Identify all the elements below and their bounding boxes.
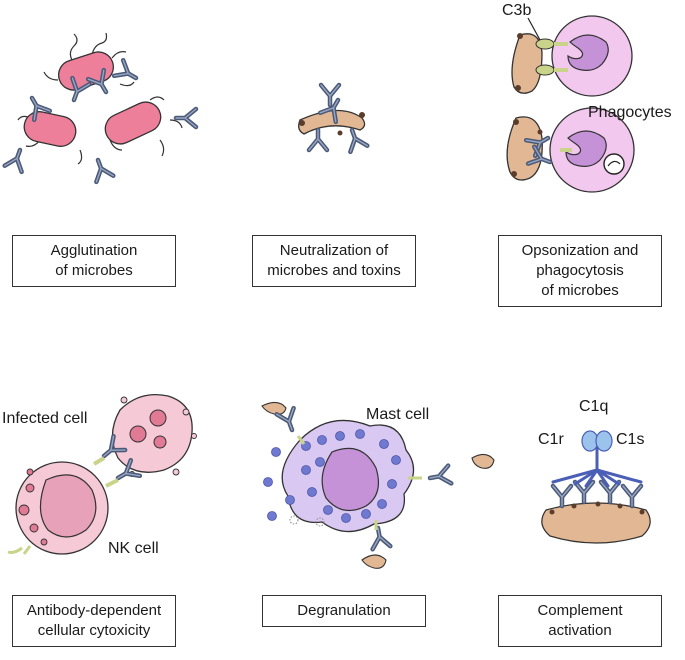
caption-opsonization-line-1: Opsonization and (521, 242, 639, 259)
c3b-label: C3b (502, 2, 532, 19)
caption-neutralization-line-1: Neutralization of (279, 242, 389, 259)
caption-neutralization-line-2: microbes and toxins (267, 262, 401, 279)
caption-agglutination: Agglutination of microbes (12, 235, 176, 287)
caption-neutralization: Neutralization of microbes and toxins (252, 235, 416, 287)
complement-illustration (541, 430, 651, 544)
caption-complement-line-2: activation (548, 622, 612, 639)
c1q-label: C1q (579, 398, 609, 415)
caption-opsonization-line-2: phagocytosis (536, 262, 624, 279)
opsonization-illustration (506, 15, 635, 193)
caption-agglutination-line-1: Agglutination (50, 242, 138, 259)
nk-cell-label: NK cell (108, 540, 159, 557)
caption-complement: Complement activation (498, 595, 662, 647)
adcc-illustration (7, 393, 197, 555)
neutralization-illustration (298, 85, 368, 152)
c1r-label: C1r (538, 431, 564, 448)
agglutination-illustration (5, 32, 196, 182)
caption-complement-line-1: Complement (537, 602, 623, 619)
degranulation-illustration (261, 401, 495, 569)
caption-adcc-line-1: Antibody-dependent (26, 602, 162, 619)
caption-opsonization-line-3: of microbes (541, 282, 619, 299)
caption-agglutination-line-2: of microbes (55, 262, 133, 279)
mast-cell-label: Mast cell (366, 406, 430, 423)
caption-adcc: Antibody-dependent cellular cytoxicity (12, 595, 176, 647)
caption-degranulation: Degranulation (262, 595, 426, 627)
caption-opsonization: Opsonization and phagocytosis of microbes (498, 235, 662, 307)
phagocytes-label: Phagocytes (588, 104, 672, 121)
caption-degranulation-line-1: Degranulation (297, 602, 391, 619)
caption-adcc-line-2: cellular cytoxicity (37, 622, 151, 639)
c1s-label: C1s (616, 431, 645, 448)
infected-cell-label: Infected cell (2, 410, 88, 427)
